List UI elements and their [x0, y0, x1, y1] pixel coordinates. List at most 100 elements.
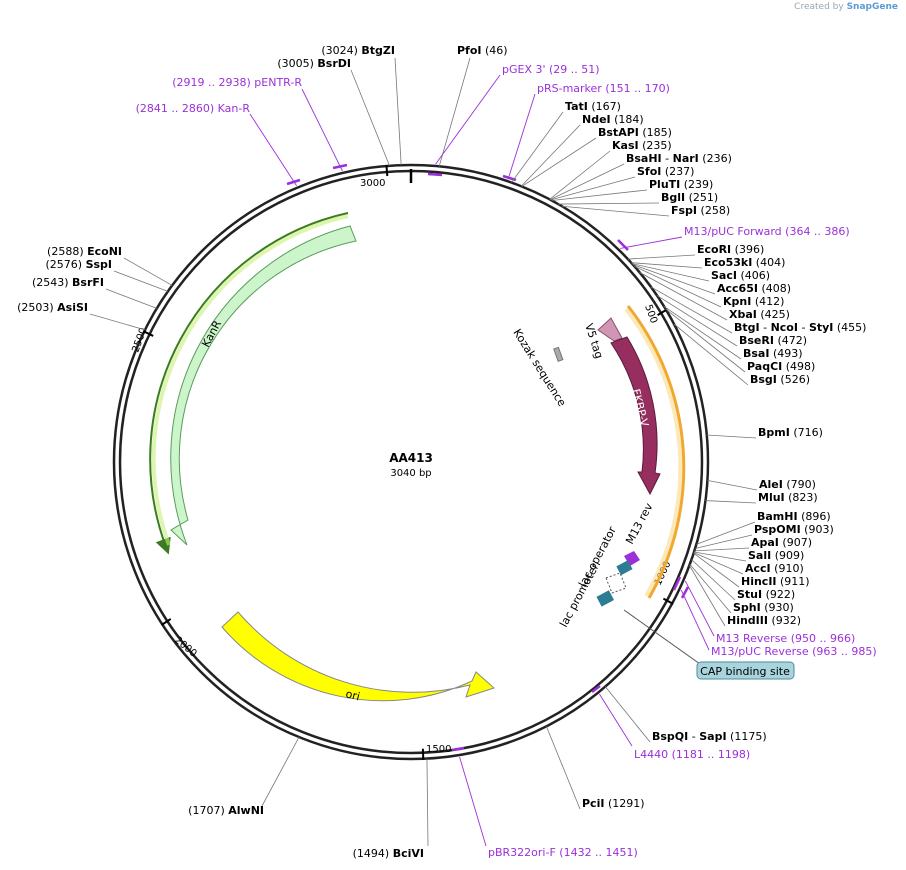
site-label: PfoI (46): [457, 44, 508, 57]
tick-mark: [662, 597, 674, 605]
kanr-feature: [170, 225, 357, 546]
site-label: HincII (911): [741, 575, 810, 588]
site-label: (1494) BciVI: [353, 847, 424, 860]
site-leader: [693, 551, 747, 562]
site-leader: [627, 254, 696, 260]
site-leader: [604, 686, 651, 743]
site-label: FspI (258): [671, 204, 730, 217]
site-label: StuI (922): [737, 588, 795, 601]
site-leader: [631, 262, 703, 269]
site-label: TatI (167): [565, 100, 621, 113]
site-leader: [665, 308, 746, 373]
site-label: PaqCI (498): [747, 360, 815, 373]
cap-label: CAP binding site: [700, 665, 790, 678]
primer-label: M13 Reverse (950 .. 966): [716, 632, 855, 645]
site-label: (1707) AlwNI: [188, 804, 264, 817]
cap-binding-site: [696, 661, 795, 680]
primer-label: M13/pUC Forward (364 .. 386): [684, 225, 850, 238]
primer-mark-pbr322: [451, 746, 465, 752]
site-label: BpmI (716): [758, 426, 823, 439]
primer-leader: [249, 113, 297, 187]
site-label: Acc65I (408): [717, 282, 791, 295]
site-label: SacI (406): [711, 269, 770, 282]
primer-label: pRS-marker (151 .. 170): [537, 82, 670, 95]
site-leader: [691, 559, 736, 601]
site-label: BglI (251): [661, 191, 718, 204]
site-leader: [673, 323, 749, 386]
kanr-label: KanR: [199, 318, 224, 349]
site-label: SphI (930): [733, 601, 794, 614]
site-leader: [394, 57, 402, 166]
fkbp-feature: [610, 336, 661, 496]
site-leader: [634, 265, 722, 308]
lac-promoter-label: lac promoter: [557, 561, 602, 630]
ori-label: ori: [344, 687, 361, 703]
site-label: KpnI (412): [723, 295, 784, 308]
site-label: PspOMI (903): [754, 523, 834, 536]
primer-marks: [286, 163, 690, 752]
site-label: BseRI (472): [739, 334, 807, 347]
site-leader: [550, 176, 636, 201]
site-leader: [689, 563, 732, 614]
primer-mark-kanr: [286, 178, 301, 186]
primer-leader: [620, 236, 683, 249]
site-label: (2503) AsiSI: [17, 301, 88, 314]
primer-mark-pgex: [427, 172, 443, 177]
site-label: SfoI (237): [637, 165, 694, 178]
site-label: BtgI - NcoI - StyI (455): [734, 321, 866, 334]
primer-leader: [507, 93, 536, 180]
site-leader: [123, 257, 173, 286]
site-label: (2588) EcoNI: [47, 245, 122, 258]
primer-label: (2919 .. 2938) pENTR-R: [172, 76, 302, 89]
site-label: (2576) SspI: [45, 258, 112, 271]
primer-leader: [459, 756, 487, 847]
site-leader: [689, 565, 726, 627]
primer-leader: [684, 580, 715, 637]
site-label: PciI (1291): [582, 797, 645, 810]
v5-tag: [597, 317, 623, 342]
kanr-glow: [151, 214, 349, 546]
tick-label: 3000: [360, 178, 385, 189]
site-leader: [558, 202, 660, 205]
site-leader: [696, 521, 756, 545]
snapgene-credit: Created by SnapGene: [794, 2, 898, 12]
site-leader: [695, 534, 753, 549]
m13rev-label: M13 rev: [623, 501, 656, 547]
primer-label: pGEX 3' (29 .. 51): [502, 63, 600, 76]
site-leader: [693, 552, 740, 588]
site-leader: [105, 288, 157, 309]
site-label: (3005) BsrDI: [277, 57, 351, 70]
primer-label: pBR322ori-F (1432 .. 1451): [488, 846, 638, 859]
site-leader: [693, 552, 744, 575]
kozak-label: Kozak sequence: [510, 327, 568, 409]
site-leader: [639, 272, 728, 321]
leader-lines: [89, 57, 758, 847]
site-leader: [511, 111, 564, 183]
fkbp-region-outline: [626, 305, 686, 599]
primer-leader: [435, 74, 501, 165]
site-leader: [89, 313, 146, 331]
site-label: BsgI (526): [750, 373, 810, 386]
fkbp-region-inner: [624, 307, 683, 597]
site-label: MluI (823): [758, 491, 818, 504]
site-leader: [632, 264, 716, 295]
site-leader: [261, 736, 300, 807]
site-leader: [521, 137, 597, 187]
site-label: EcoRI (396): [697, 243, 764, 256]
lac-operator-box: [616, 560, 633, 576]
primer-leader: [301, 88, 343, 172]
site-leader: [650, 286, 733, 334]
site-label: AccI (910): [745, 562, 804, 575]
tick-mark: [160, 618, 172, 626]
site-leader: [705, 500, 757, 504]
site-label: KasI (235): [612, 139, 672, 152]
credit-prefix: Created by: [794, 2, 844, 12]
primer-label: (2841 .. 2860) Kan-R: [136, 102, 251, 115]
site-label: XbaI (425): [729, 308, 790, 321]
site-leader: [520, 124, 581, 187]
kanr-outline: [149, 212, 349, 555]
site-label: (3024) BtgZI: [321, 44, 395, 57]
plasmid-length: 3040 bp: [390, 468, 431, 479]
site-label: Eco53kI (404): [704, 256, 785, 269]
site-leader: [706, 434, 757, 439]
